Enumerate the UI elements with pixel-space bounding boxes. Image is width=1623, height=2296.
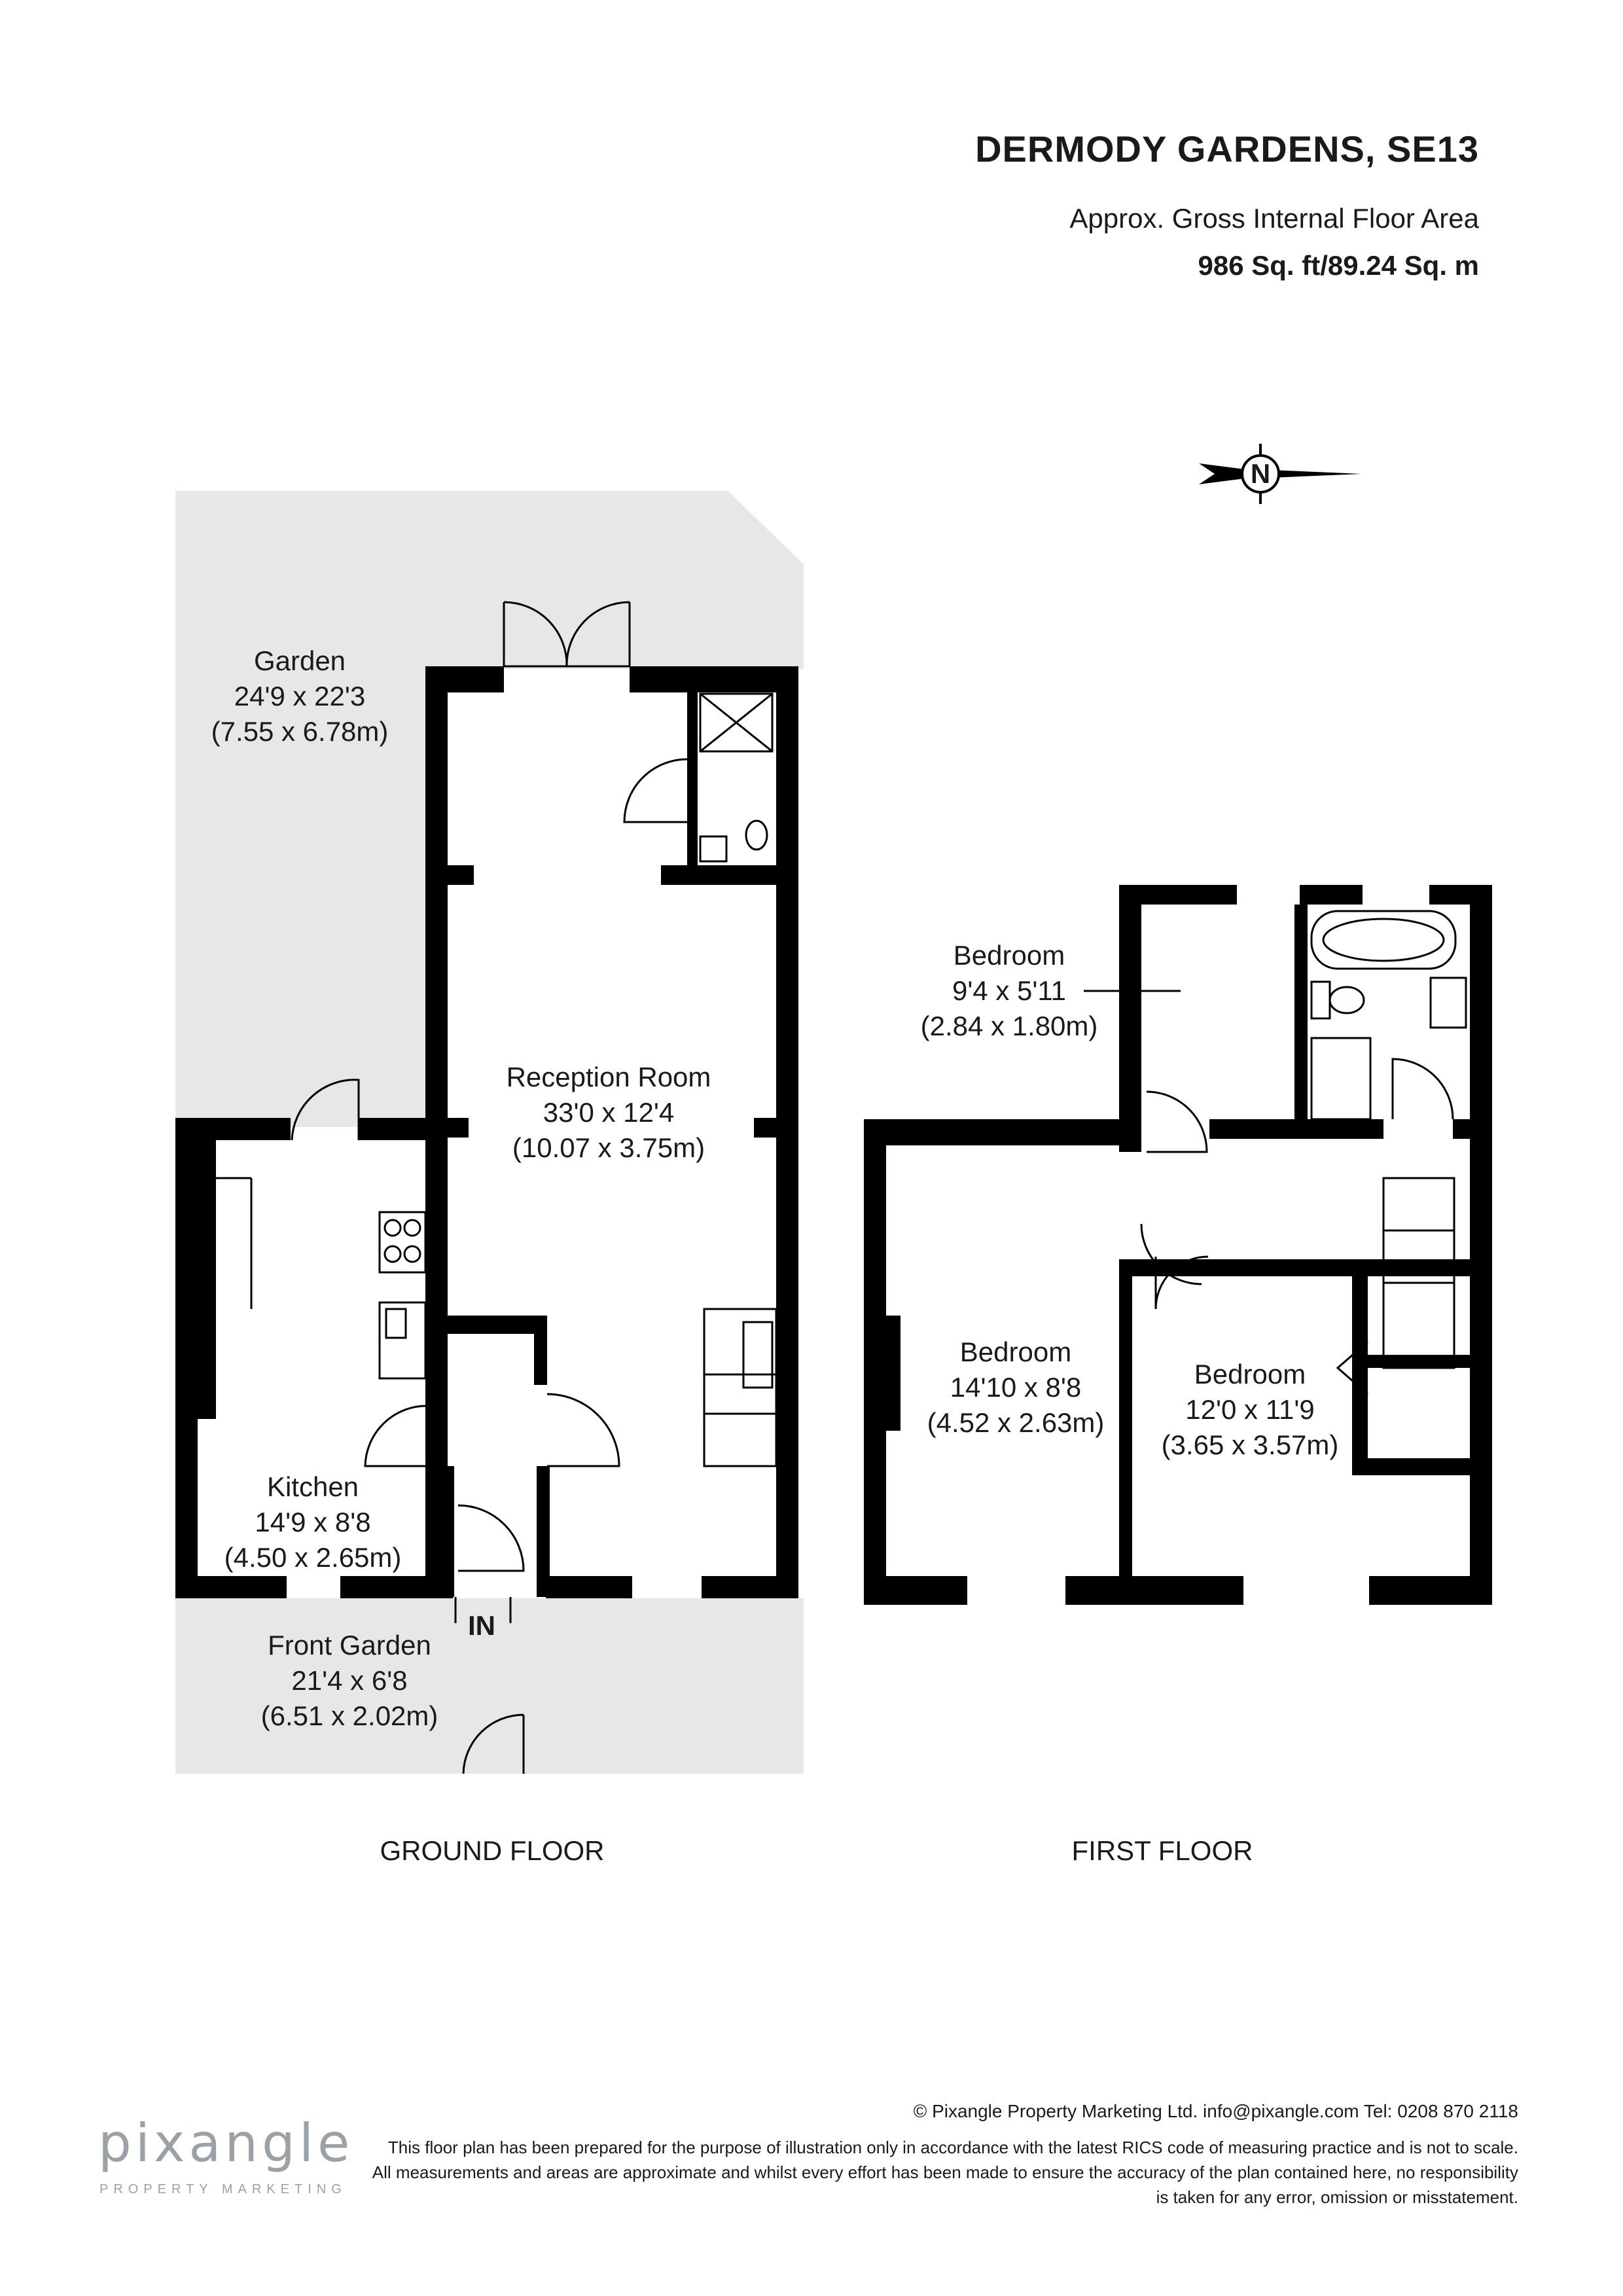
front-gate [462, 1713, 525, 1774]
bedroom-rear-imperial: 12'0 x 11'9 [1185, 1394, 1314, 1425]
compass-icon: N [1199, 444, 1361, 504]
french-doors [503, 601, 631, 668]
reception-metric: (10.07 x 3.75m) [512, 1132, 705, 1163]
kitchen-fixtures [216, 1079, 427, 1467]
plan-title: DERMODY GARDENS, SE13 [975, 128, 1479, 170]
brand-tagline: PROPERTY MARKETING [99, 2182, 347, 2197]
garden-name: Garden [254, 645, 346, 676]
front-garden-name: Front Garden [268, 1630, 431, 1660]
front-garden-imperial: 21'4 x 6'8 [291, 1665, 407, 1696]
bedroom-rear-name: Bedroom [1194, 1359, 1306, 1390]
disclaimer-text: This floor plan has been prepared for th… [372, 2138, 1518, 2207]
bedroom-front-name: Bedroom [960, 1336, 1071, 1367]
room-labels: Garden 24'9 x 22'3 (7.55 x 6.78m) Recept… [211, 645, 1339, 1866]
front-garden-metric: (6.51 x 2.02m) [261, 1700, 438, 1731]
ground-floor-walls [175, 666, 798, 1598]
garden-metric: (7.55 x 6.78m) [211, 716, 389, 747]
bedroom-small-imperial: 9'4 x 5'11 [952, 975, 1066, 1006]
bedroom-small-metric: (2.84 x 1.80m) [921, 1011, 1098, 1041]
kitchen-metric: (4.50 x 2.65m) [224, 1542, 402, 1573]
hall-fixtures [454, 1308, 777, 1623]
front-garden-area [175, 1598, 804, 1774]
copyright-line: © Pixangle Property Marketing Ltd. info@… [913, 2101, 1518, 2121]
first-floor-fixtures [1140, 910, 1467, 1395]
first-floor-walls [864, 885, 1492, 1605]
reception-name: Reception Room [507, 1062, 711, 1092]
bedroom-rear-metric: (3.65 x 3.57m) [1162, 1429, 1339, 1460]
bedroom-small-name: Bedroom [954, 940, 1065, 971]
kitchen-name: Kitchen [267, 1471, 359, 1502]
first-floor-label: FIRST FLOOR [1072, 1835, 1253, 1866]
kitchen-imperial: 14'9 x 8'8 [255, 1507, 370, 1537]
garden-area [175, 491, 804, 1127]
shower-room-fixtures [623, 692, 774, 863]
reception-imperial: 33'0 x 12'4 [543, 1097, 675, 1128]
garden-imperial: 24'9 x 22'3 [234, 681, 366, 711]
floor-area-label: Approx. Gross Internal Floor Area [1069, 203, 1479, 234]
compass-north-label: N [1251, 458, 1270, 489]
brand-logo: pixangle [98, 2113, 354, 2174]
bedroom-front-imperial: 14'10 x 8'8 [950, 1372, 1082, 1403]
floor-area-value: 986 Sq. ft/89.24 Sq. m [1198, 250, 1479, 281]
bedroom-front-metric: (4.52 x 2.63m) [927, 1407, 1105, 1438]
ground-floor-label: GROUND FLOOR [380, 1835, 604, 1866]
entrance-label: IN [468, 1610, 495, 1641]
